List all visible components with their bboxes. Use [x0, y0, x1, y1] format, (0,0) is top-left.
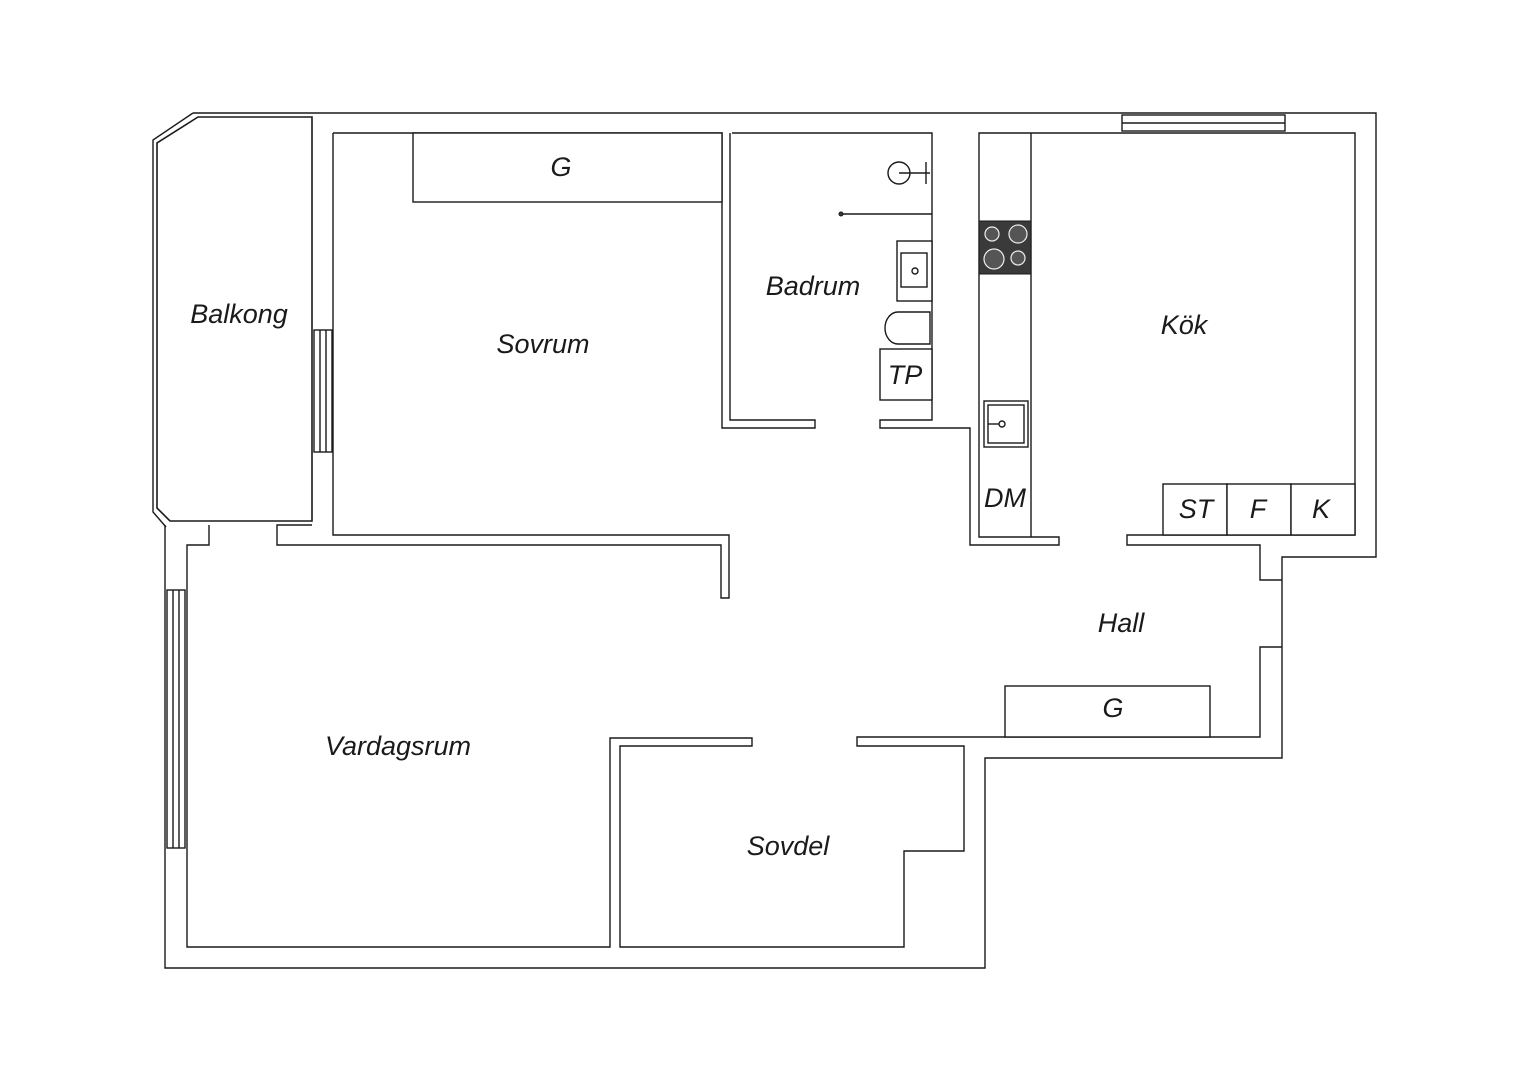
- appliance-k-box: [1290, 483, 1356, 536]
- stove-burner-2: [1008, 224, 1028, 244]
- appliance-st-box: [1162, 483, 1228, 536]
- room-label-bathroom: Badrum: [766, 271, 861, 301]
- kitchen-sink-drain: [998, 420, 1006, 428]
- bathroom-sink-drain: [911, 267, 919, 275]
- room-label-balcony: Balkong: [190, 299, 288, 329]
- fixture-label-washing-machine: TP: [888, 360, 923, 390]
- fixture-label-freezer-cabinet: ST: [1179, 494, 1216, 524]
- room-label-bedroom: Sovrum: [496, 329, 589, 359]
- stove-burner-4: [1010, 250, 1026, 266]
- appliance-f-box: [1226, 483, 1292, 536]
- balcony-rail: [152, 112, 194, 528]
- toilet: [884, 311, 931, 345]
- hall-wall: [186, 525, 1282, 948]
- fixture-label-fridge: K: [1312, 494, 1331, 524]
- stove-burner-3: [983, 248, 1005, 270]
- bedroom-wall: [276, 132, 816, 599]
- hall-wardrobe: [1004, 685, 1211, 738]
- room-label-sleeping-area: Sovdel: [747, 831, 831, 861]
- fixture-label-freezer: F: [1250, 494, 1268, 524]
- shower-rail-end: [838, 211, 844, 217]
- room-label-hall: Hall: [1098, 608, 1146, 638]
- kitchen-wall: [1030, 132, 1356, 581]
- balcony-outline: [156, 116, 313, 522]
- bedroom-wardrobe: [412, 132, 723, 203]
- outer-wall: [164, 112, 1377, 969]
- washing-machine-box: [879, 348, 933, 401]
- fixture-label-wardrobe-hall: G: [1102, 693, 1123, 723]
- room-label-kitchen: Kök: [1161, 310, 1209, 340]
- fixture-label-dishwasher: DM: [984, 483, 1026, 513]
- room-label-living-room: Vardagsrum: [325, 731, 471, 761]
- stove-burner-1: [984, 226, 1000, 242]
- fixture-label-wardrobe-bedroom: G: [550, 152, 571, 182]
- balcony-door: [313, 329, 333, 453]
- living-room-window: [166, 589, 186, 849]
